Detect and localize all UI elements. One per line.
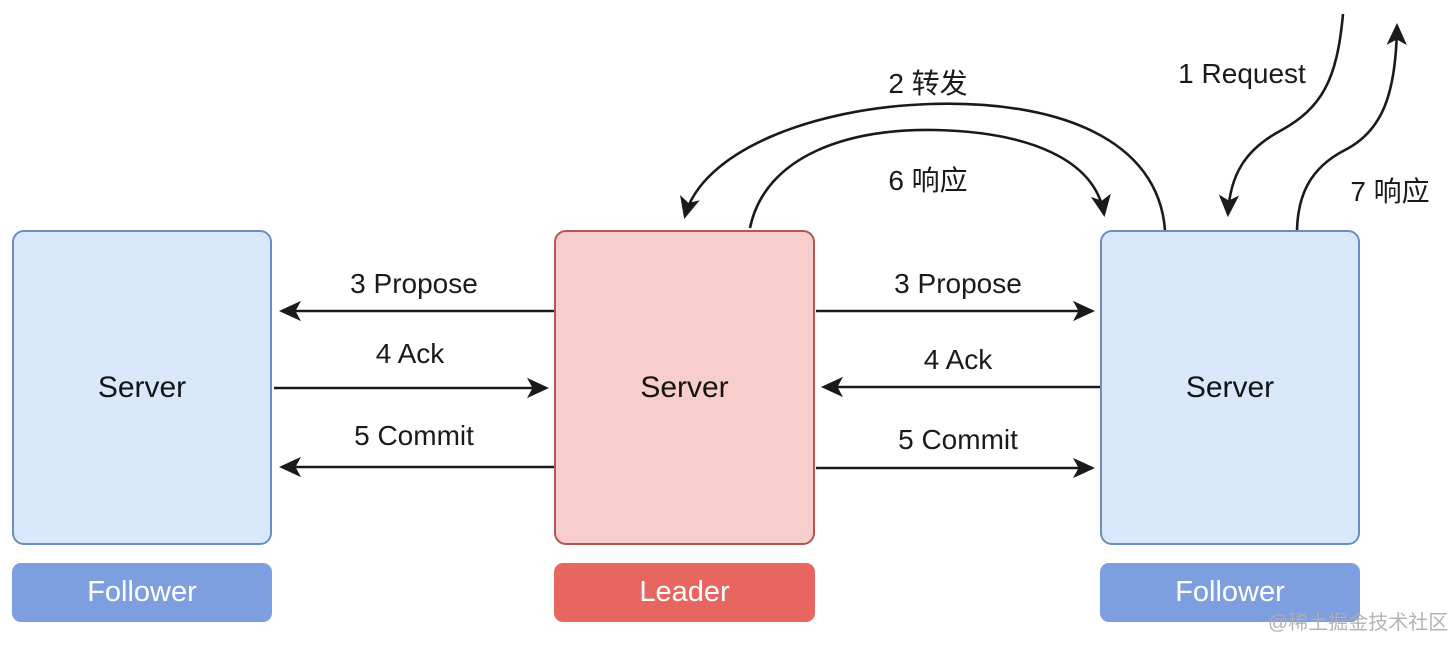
ack-left-label: 4 Ack [375,338,445,369]
response-mid-arrow [748,128,1111,229]
forward-label: 2 转发 [888,68,968,99]
leader-box-label: Server [640,370,729,404]
watermark: @稀土掘金技术社区 [1268,612,1449,634]
follower-right-tag-label: Follower [1175,576,1285,608]
follower-right-box-label: Server [1185,370,1275,404]
response-out-label: 7 响应 [1350,176,1430,207]
leader-box: Server [554,230,815,545]
request-arrow [1218,13,1345,218]
propose-left-label: 3 Propose [350,268,478,299]
leader-tag-label: Leader [639,576,730,608]
response-out-arrow [1295,22,1407,231]
request-label: 1 Request [1178,58,1306,89]
response-mid-label: 6 响应 [888,165,968,196]
propose-right-label: 3 Propose [894,268,1022,299]
follower-left-box: Server [12,230,272,545]
follower-left-tag: Follower [12,563,272,622]
ack-right-label: 4 Ack [923,344,993,375]
follower-left-box-label: Server [97,370,187,404]
commit-right-label: 5 Commit [898,424,1018,455]
follower-left-tag-label: Follower [87,576,197,608]
forward-arrow [680,102,1167,231]
follower-right-tag: Follower [1100,563,1360,622]
follower-right-box: Server [1100,230,1360,545]
commit-left-label: 5 Commit [354,420,474,451]
leader-tag: Leader [554,563,815,622]
